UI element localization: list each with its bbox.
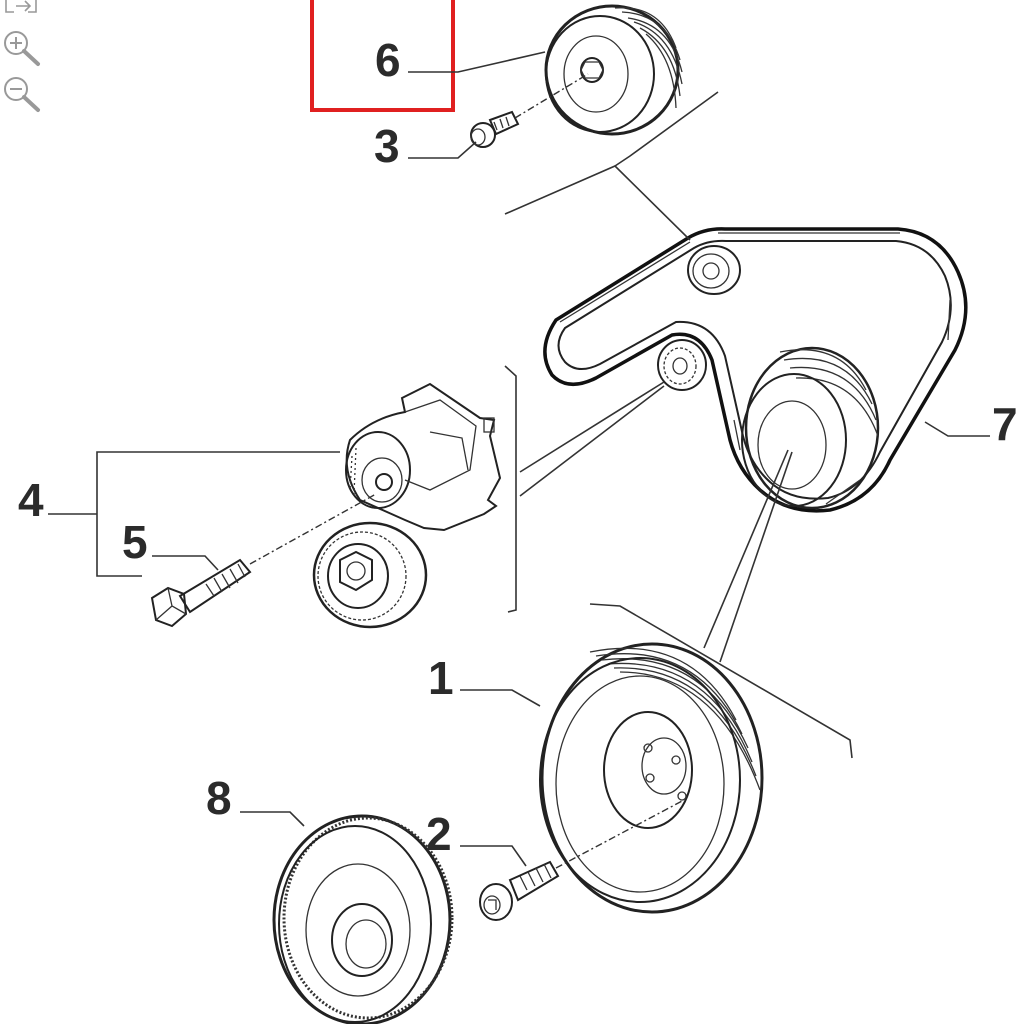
callout-5[interactable]: 5 (122, 516, 148, 568)
callout-4[interactable]: 4 (18, 474, 44, 526)
callout-7[interactable]: 7 (992, 398, 1018, 450)
fit-view-button[interactable] (0, 0, 46, 34)
callout-2[interactable]: 2 (426, 808, 452, 860)
belt-idler-lower (657, 339, 707, 391)
belt-tensioner-part-4[interactable] (312, 382, 502, 629)
callout-3[interactable]: 3 (374, 120, 400, 172)
bolt-part-3[interactable] (470, 110, 520, 148)
idler-pulley-part-6[interactable] (544, 4, 683, 136)
crankshaft-pulley-part-1[interactable] (539, 642, 764, 914)
bolt-part-5[interactable] (150, 558, 252, 628)
callout-8[interactable]: 8 (206, 772, 232, 824)
damper-disc-part-8[interactable] (272, 814, 454, 1024)
belt-idler-upper (687, 245, 741, 295)
callout-6[interactable]: 6 (375, 34, 401, 86)
fit-icon (5, 0, 37, 13)
zoom-in-button[interactable] (0, 28, 46, 68)
viewer-toolbar (0, 0, 50, 120)
belt-main-pulley (741, 346, 880, 510)
zoom-out-button[interactable] (0, 74, 46, 114)
zoom-out-icon (4, 77, 40, 112)
zoom-in-icon (4, 31, 40, 66)
bolt-part-2[interactable] (479, 860, 560, 921)
callout-1[interactable]: 1 (428, 652, 454, 704)
selected-callout-highlight (310, 0, 455, 112)
drive-belt-part-7[interactable] (543, 227, 968, 513)
